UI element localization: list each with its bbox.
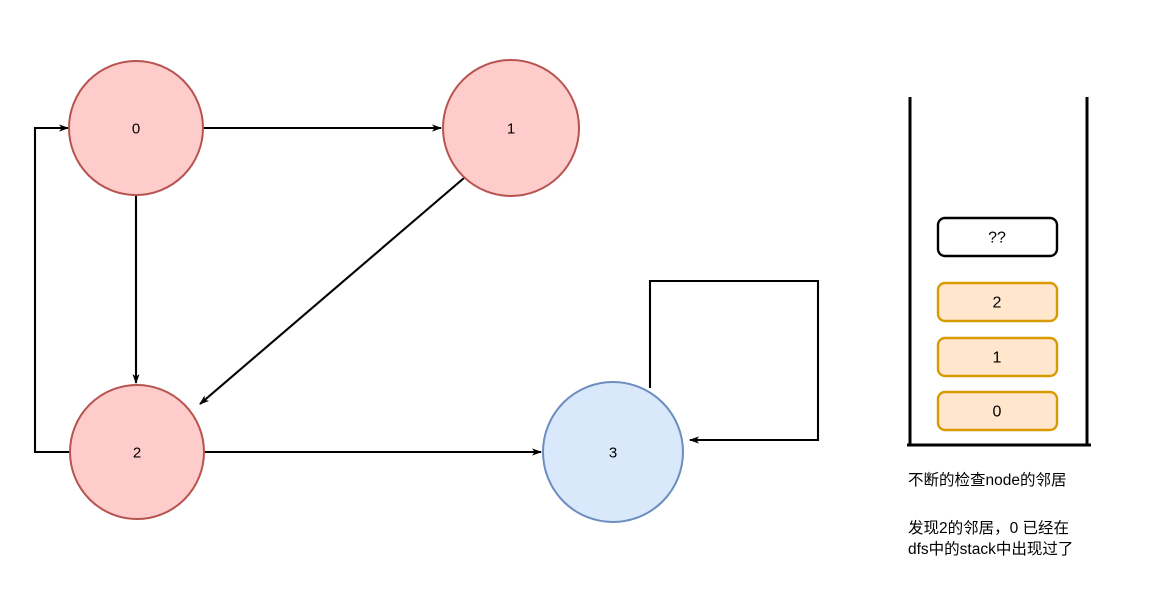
graph-node-0-label: 0 xyxy=(132,121,140,138)
edge-3-to-3-self-loop xyxy=(648,279,820,444)
stack-container xyxy=(907,97,1091,447)
caption-check-neighbors: 不断的检查node的邻居 xyxy=(908,472,1067,489)
node-layer: 0 1 2 3 xyxy=(68,59,684,523)
graph-node-2[interactable]: 2 xyxy=(69,384,205,520)
stack-slot-pending[interactable]: ?? xyxy=(936,216,1059,258)
stack-item-top[interactable]: 2 xyxy=(936,281,1059,323)
caption-cycle-found: 发现2的邻居，0 已经在 dfs中的stack中出现过了 xyxy=(908,520,1074,558)
graph-node-1-label: 1 xyxy=(507,121,515,138)
stack-item-bottom-label: 0 xyxy=(993,404,1002,421)
edge-1-to-2 xyxy=(199,177,465,405)
stack-item-middle-label: 1 xyxy=(993,350,1002,367)
graph-node-1[interactable]: 1 xyxy=(442,59,580,197)
graph-node-3-label: 3 xyxy=(609,445,617,462)
stack-slot-layer: ?? 2 1 0 xyxy=(936,216,1059,432)
graph-node-0[interactable]: 0 xyxy=(68,60,204,196)
stack-item-top-label: 2 xyxy=(993,295,1002,312)
graph-node-3[interactable]: 3 xyxy=(542,381,684,523)
graph-node-2-label: 2 xyxy=(133,445,141,462)
edge-2-to-0-back-edge xyxy=(33,124,70,454)
stack-item-bottom[interactable]: 0 xyxy=(936,390,1059,432)
stack-slot-pending-label: ?? xyxy=(988,230,1006,247)
edge-layer xyxy=(33,124,820,456)
stack-item-middle[interactable]: 1 xyxy=(936,336,1059,378)
